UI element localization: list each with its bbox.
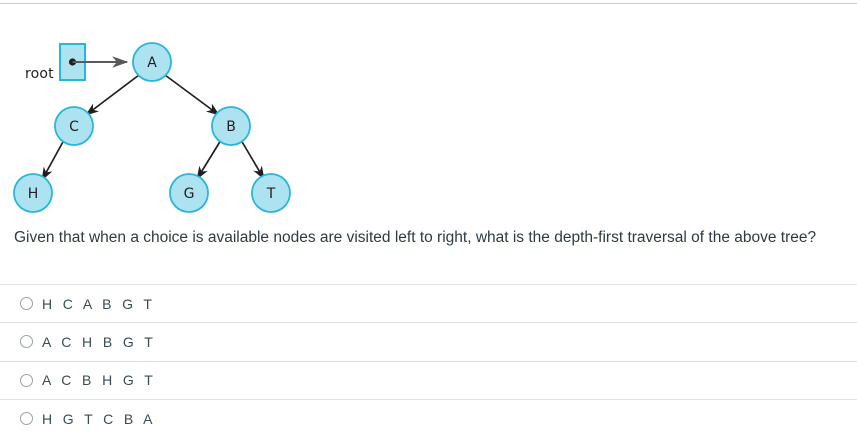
edge-a-to-b bbox=[164, 74, 220, 116]
page-top-divider bbox=[0, 3, 857, 4]
tree-node-t: T bbox=[251, 173, 291, 213]
tree-node-h: H bbox=[13, 173, 53, 213]
tree-node-g: G bbox=[169, 173, 209, 213]
answer-option-label: A C B H G T bbox=[42, 372, 157, 389]
node-label-b: B bbox=[226, 119, 236, 135]
node-label-a: A bbox=[147, 55, 157, 71]
radio-button-icon[interactable] bbox=[20, 373, 33, 387]
node-label-g: G bbox=[184, 186, 195, 202]
binary-tree-figure: root A C B bbox=[0, 14, 340, 224]
node-circle-t bbox=[251, 173, 291, 213]
radio-button-icon[interactable] bbox=[20, 335, 33, 349]
question-text: Given that when a choice is available no… bbox=[14, 229, 817, 246]
edge-b-to-t bbox=[240, 139, 265, 180]
root-label: root bbox=[25, 66, 54, 82]
tree-diagram-svg: A C B H G T bbox=[13, 42, 291, 213]
node-circle-a bbox=[132, 42, 172, 82]
tree-node-a: A bbox=[132, 42, 172, 82]
node-label-c: C bbox=[69, 119, 79, 135]
answer-option-label: A C H B G T bbox=[42, 333, 157, 350]
answer-option-2[interactable]: A C H B G T bbox=[0, 322, 857, 360]
answer-option-1[interactable]: H C A B G T bbox=[0, 284, 857, 322]
node-circle-c bbox=[54, 106, 94, 146]
node-label-t: T bbox=[266, 186, 276, 202]
node-circle-b bbox=[211, 106, 251, 146]
answer-option-label: H C A B G T bbox=[42, 295, 156, 312]
tree-node-b: B bbox=[211, 106, 251, 146]
node-circle-h bbox=[13, 173, 53, 213]
node-label-h: H bbox=[28, 186, 39, 202]
answer-option-3[interactable]: A C B H G T bbox=[0, 360, 857, 399]
answer-options-list: H C A B G T A C H B G T A C B H G T H G … bbox=[0, 284, 857, 437]
node-circle-g bbox=[169, 173, 209, 213]
tree-node-c: C bbox=[54, 106, 94, 146]
edge-b-to-g bbox=[196, 139, 222, 180]
radio-button-icon[interactable] bbox=[20, 412, 33, 426]
radio-button-icon[interactable] bbox=[20, 297, 33, 311]
answer-option-4[interactable]: H G T C B A bbox=[0, 398, 857, 437]
answer-option-label: H G T C B A bbox=[42, 410, 156, 427]
edge-c-to-h bbox=[41, 139, 65, 181]
edge-a-to-c bbox=[85, 74, 140, 116]
